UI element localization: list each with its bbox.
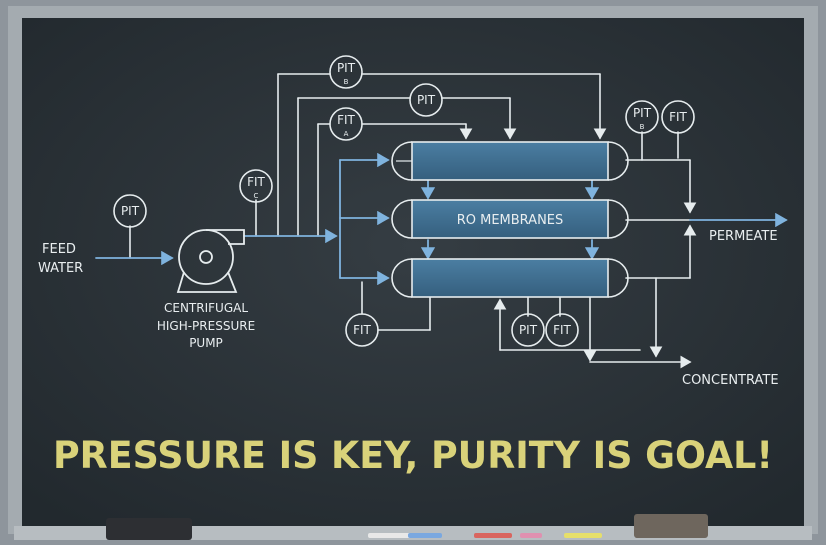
feed-label-line1: FEED bbox=[42, 242, 76, 257]
chalk-pink bbox=[520, 533, 542, 538]
fit-permeate-label: FIT bbox=[669, 110, 687, 124]
fit-permeate-bubble bbox=[661, 100, 695, 134]
membrane-vessel-3 bbox=[391, 258, 629, 298]
membrane-vessels bbox=[391, 141, 629, 298]
instrument-bubbles bbox=[113, 55, 695, 347]
white-lines bbox=[129, 73, 697, 369]
fit-pump-sublabel: C bbox=[254, 192, 259, 200]
permeate-label: PERMEATE bbox=[709, 229, 778, 244]
fit-pump-bubble bbox=[239, 169, 273, 203]
pump-label-line2: HIGH-PRESSURE bbox=[157, 319, 255, 333]
membrane-vessel-1 bbox=[391, 141, 629, 181]
pit-mid-bubble bbox=[409, 83, 443, 117]
pump-label-line3: PUMP bbox=[189, 336, 223, 350]
pit-feed-bubble bbox=[113, 194, 147, 228]
pit-top-label: PIT bbox=[337, 61, 356, 75]
fit-left-sublabel: A bbox=[344, 130, 349, 138]
chalk-yellow bbox=[564, 533, 602, 538]
eraser-right bbox=[634, 514, 708, 538]
fit-bottom-left-label: FIT bbox=[353, 323, 371, 337]
pump-label-line1: CENTRIFUGAL bbox=[164, 301, 248, 315]
slogan-text: PRESSURE IS KEY, PURITY IS GOAL! bbox=[53, 434, 773, 477]
pit-permeate-bubble bbox=[625, 100, 659, 134]
concentrate-label: CONCENTRATE bbox=[682, 373, 779, 388]
blue-flow-lines bbox=[95, 152, 788, 286]
chalk-red bbox=[474, 533, 512, 538]
pit-feed-label: PIT bbox=[121, 204, 140, 218]
centrifugal-pump-icon bbox=[176, 229, 245, 293]
eraser-left bbox=[106, 518, 192, 540]
pit-permeate-sublabel: B bbox=[640, 123, 645, 131]
pit-permeate-label: PIT bbox=[633, 106, 652, 120]
membranes-label: RO MEMBRANES bbox=[457, 213, 564, 228]
membrane-vessel-2 bbox=[391, 199, 629, 239]
pit-bottom-label: PIT bbox=[519, 323, 538, 337]
fit-bottom-bubble bbox=[545, 313, 579, 347]
fit-pump-label: FIT bbox=[247, 175, 265, 189]
fit-left-label: FIT bbox=[337, 113, 355, 127]
pit-mid-label: PIT bbox=[417, 93, 436, 107]
fit-left-bubble bbox=[329, 107, 363, 141]
fit-bottom-label: FIT bbox=[553, 323, 571, 337]
chalk-blue bbox=[408, 533, 442, 538]
fit-bottom-left-bubble bbox=[345, 313, 379, 347]
pit-bottom-bubble bbox=[511, 313, 545, 347]
pit-top-sublabel: B bbox=[344, 78, 349, 86]
feed-label-line2: WATER bbox=[38, 261, 83, 276]
pit-top-bubble bbox=[329, 55, 363, 89]
